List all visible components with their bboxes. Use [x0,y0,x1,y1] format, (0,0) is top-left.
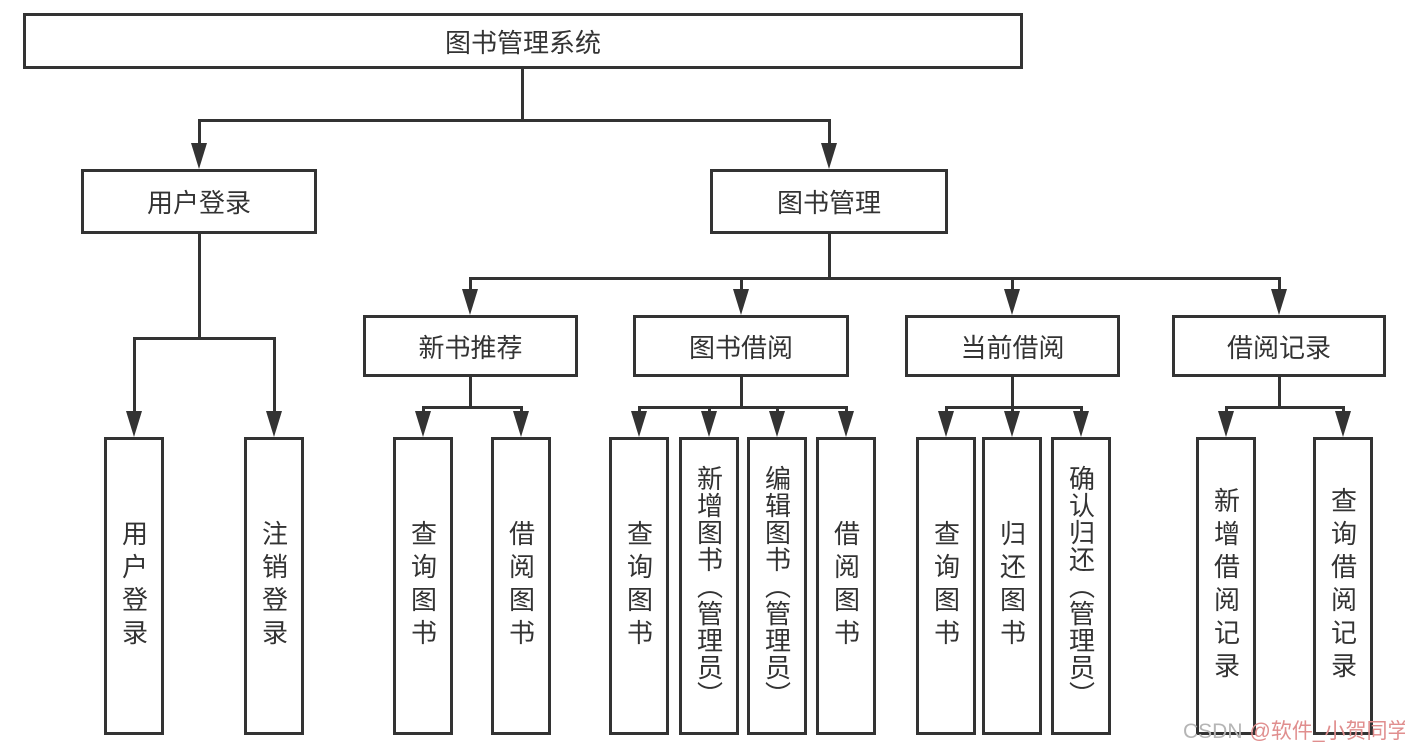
arrow-down-icon [631,411,647,437]
leaf-current-query-books: 查询图书 [916,437,976,735]
leaf-records-query-record: 查询借阅记录 [1313,437,1373,735]
watermark-handle: @软件_小贺同学 [1249,720,1405,743]
connector-group-rail [1225,406,1344,409]
node-book-management: 图书管理 [710,169,948,234]
connector-group-down [1011,377,1014,409]
leaf-borrowing-query-books: 查询图书 [609,437,669,735]
connector-group-down [469,377,472,409]
arrow-down-icon [1004,411,1020,437]
node-new-book-recommend: 新书推荐 [363,315,578,377]
connector-root-rail [198,119,830,122]
connector-module-stem [1278,277,1281,293]
leaf-borrowing-add-books-admin: 新增图书（管理员） [679,437,739,735]
arrow-down-icon [1073,411,1089,437]
leaf-records-add-record: 新增借阅记录 [1196,437,1256,735]
arrow-down-icon [1335,411,1351,437]
node-borrowing-records: 借阅记录 [1172,315,1386,377]
connector-leaf-stem [273,337,276,415]
arrow-down-icon [126,411,142,437]
connector-book-mgmt-down [828,234,831,279]
arrow-down-icon [1271,289,1287,315]
arrow-down-icon [513,411,529,437]
arrow-down-icon [1004,289,1020,315]
connector-user-login-down [198,234,201,337]
node-root: 图书管理系统 [23,13,1023,69]
connector-group-down [740,377,743,409]
arrow-down-icon [266,411,282,437]
connector-leaf-stem [133,337,136,415]
node-current-borrowing: 当前借阅 [905,315,1120,377]
connector-group-rail [638,406,847,409]
arrow-down-icon [415,411,431,437]
arrow-down-icon [462,289,478,315]
leaf-borrowing-borrow-books: 借阅图书 [816,437,876,735]
node-book-borrowing: 图书借阅 [633,315,849,377]
arrow-down-icon [769,411,785,437]
arrow-down-icon [191,143,207,169]
arrow-down-icon [1218,411,1234,437]
connector-module-stem [469,277,472,293]
arrow-down-icon [733,289,749,315]
leaf-recommend-query-books: 查询图书 [393,437,453,735]
arrow-down-icon [701,411,717,437]
connector-book-mgmt-stem [828,119,831,149]
connector-module-stem [1011,277,1014,293]
connector-group-down [1278,377,1281,409]
leaf-recommend-borrow-books: 借阅图书 [491,437,551,735]
connector-book-mgmt-rail [469,277,1280,280]
leaf-logout: 注销登录 [244,437,304,735]
watermark-brand: CSDN [1183,720,1243,743]
connector-group-rail [422,406,522,409]
arrow-down-icon [938,411,954,437]
arrow-down-icon [821,143,837,169]
watermark: CSDN @软件_小贺同学 [1183,715,1405,745]
node-user-login: 用户登录 [81,169,317,234]
leaf-current-return-books: 归还图书 [982,437,1042,735]
arrow-down-icon [838,411,854,437]
connector-user-login-stem [198,119,201,149]
connector-root-stem [521,69,524,122]
connector-user-login-rail [133,337,275,340]
leaf-borrowing-edit-books-admin: 编辑图书（管理员） [747,437,807,735]
leaf-user-login: 用户登录 [104,437,164,735]
leaf-current-confirm-return-admin: 确认归还（管理员） [1051,437,1111,735]
connector-module-stem [740,277,743,293]
